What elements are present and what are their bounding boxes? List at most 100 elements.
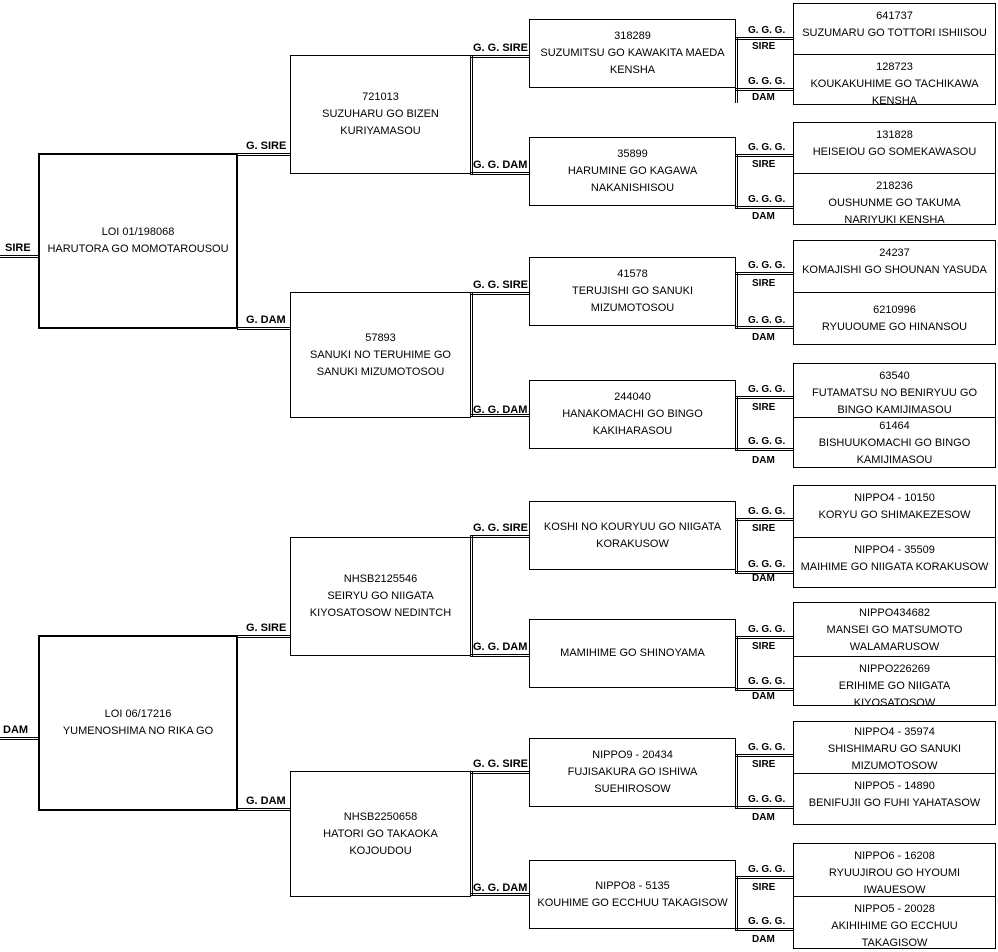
ggg-name: KOUKAKUHIME GO TACHIKAWA KENSHA xyxy=(810,78,979,107)
connector-line xyxy=(237,635,291,638)
connector-line xyxy=(470,535,530,538)
ggg-name: KORYU GO SHIMAKEZESOW xyxy=(818,509,971,521)
sire-label: SIRE xyxy=(752,41,776,52)
sire-label: SIRE xyxy=(752,641,776,652)
connector-line xyxy=(735,754,738,808)
sire-label: SIRE xyxy=(5,242,31,254)
ggg-label: G. G. G. xyxy=(748,142,786,153)
dam-g-dam-name: HATORI GO TAKAOKA KOJOUDOU xyxy=(323,827,438,857)
dam-label: DAM xyxy=(3,724,29,736)
ggg-reg: 61464 xyxy=(879,420,910,432)
connector-line xyxy=(735,396,795,399)
ggg-label: G. G. G. xyxy=(748,436,786,447)
sire-gg-dam-box: 244040 HANAKOMACHI GO BINGO KAKIHARASOU xyxy=(529,380,736,449)
ggg-name: KOMAJISHI GO SHOUNAN YASUDA xyxy=(802,264,987,276)
ggg-reg: NIPPO434682 xyxy=(859,607,930,619)
connector-line xyxy=(470,292,530,295)
ggg-dam-box: NIPPO226269 ERIHIME GO NIIGATA KIYOSATOS… xyxy=(793,656,996,709)
ggg-label: G. G. G. xyxy=(748,315,786,326)
ggg-sire-box: 131828 HEISEIOU GO SOMEKAWASOU xyxy=(793,122,996,174)
connector-line xyxy=(735,518,738,573)
sire-gg-dam-name: HANAKOMACHI GO BINGO KAKIHARASOU xyxy=(562,408,703,437)
g-sire-label: G. SIRE xyxy=(246,140,287,152)
g-sire-label: G. SIRE xyxy=(246,622,287,634)
ggg-reg: NIPPO226269 xyxy=(859,663,930,675)
connector-line xyxy=(470,893,530,896)
ggg-sire-box: 63540 FUTAMATSU NO BENIRYUU GO BINGO KAM… xyxy=(793,363,996,418)
connector-line xyxy=(735,272,795,275)
dam-label: DAM xyxy=(752,812,775,823)
ggg-dam-box: NIPPO5 - 14890 BENIFUJII GO FUHI YAHATAS… xyxy=(793,773,996,825)
gg-dam-label: G. G. DAM xyxy=(473,641,528,653)
sire-label: SIRE xyxy=(752,523,776,534)
gg-sire-label: G. G. SIRE xyxy=(473,758,529,770)
ggg-name: SHISHIMARU GO SANUKI MIZUMOTOSOW xyxy=(827,743,962,772)
ggg-sire-box: NIPPO434682 MANSEI GO MATSUMOTO WALAMARU… xyxy=(793,602,996,657)
ggg-reg: 218236 xyxy=(876,180,913,192)
dam-gg-sire-box: NIPPO9 - 20434 FUJISAKURA GO ISHIWA SUEH… xyxy=(529,738,736,807)
ggg-name: RYUUJIROU GO HYOUMI IWAUESOW xyxy=(828,867,961,896)
ggg-dam-box: NIPPO5 - 20028 AKIHIHIME GO ECCHUU TAKAG… xyxy=(793,896,996,949)
dam-label: DAM xyxy=(752,455,775,466)
dam-gg-dam-box: MAMIHIME GO SHINOYAMA xyxy=(529,619,736,688)
dam-gg-dam-box: NIPPO8 - 5135 KOUHIME GO ECCHUU TAKAGISO… xyxy=(529,860,736,929)
sire-gg-sire-name: SUZUMITSU GO KAWAKITA MAEDA KENSHA xyxy=(540,47,725,76)
connector-line xyxy=(735,206,795,209)
dam-gg-sire-name: KOSHI NO KOURYUU GO NIIGATA KORAKUSOW xyxy=(543,520,722,550)
connector-line xyxy=(735,154,795,157)
ggg-sire-box: 24237 KOMAJISHI GO SHOUNAN YASUDA xyxy=(793,240,996,293)
connector-line xyxy=(735,636,795,639)
sire-g-dam-reg: 57893 xyxy=(365,331,396,344)
ggg-sire-box: NIPPO6 - 16208 RYUUJIROU GO HYOUMI IWAUE… xyxy=(793,843,996,897)
connector-line xyxy=(735,518,795,521)
dam-g-sire-reg: NHSB2125546 xyxy=(343,573,418,585)
ggg-name: ERIHIME GO NIIGATA KIYOSATOSOW xyxy=(838,680,951,709)
connector-line xyxy=(735,571,795,574)
dam-gg-sire-name: FUJISAKURA GO ISHIWA SUEHIROSOW xyxy=(567,766,698,795)
dam-gg-sire-box: KOSHI NO KOURYUU GO NIIGATA KORAKUSOW xyxy=(529,501,736,570)
dam-name: YUMENOSHIMA NO RIKA GO xyxy=(62,725,214,737)
ggg-label: G. G. G. xyxy=(748,194,786,205)
connector-line xyxy=(735,37,738,103)
ggg-name: FUTAMATSU NO BENIRYUU GO BINGO KAMIJIMAS… xyxy=(811,387,977,416)
ggg-label: G. G. G. xyxy=(748,76,786,87)
ggg-sire-box: NIPPO4 - 10150 KORYU GO SHIMAKEZESOW xyxy=(793,485,996,538)
sire-box: LOI 01/198068 HARUTORA GO MOMOTAROUSOU xyxy=(38,153,238,329)
ggg-label: G. G. G. xyxy=(748,559,786,570)
dam-gg-dam-name: KOUHIME GO ECCHUU TAKAGISOW xyxy=(537,896,728,909)
ggg-reg: NIPPO5 - 20028 xyxy=(854,903,935,915)
sire-gg-dam-box: 35899 HARUMINE GO KAGAWA NAKANISHISOU xyxy=(529,137,736,206)
dam-reg: LOI 06/17216 xyxy=(104,708,172,720)
ggg-name: BISHUUKOMACHI GO BINGO KAMIJIMASOU xyxy=(818,437,971,466)
connector-line xyxy=(237,153,291,156)
connector-line xyxy=(735,396,738,450)
sire-gg-dam-reg: 244040 xyxy=(614,391,651,403)
connector-line xyxy=(470,535,473,656)
sire-gg-sire-reg: 41578 xyxy=(617,268,648,280)
sire-gg-dam-reg: 35899 xyxy=(617,148,648,160)
ggg-reg: 128723 xyxy=(876,61,913,73)
connector-line xyxy=(470,172,530,175)
connector-line xyxy=(735,272,738,328)
dam-g-sire-box: NHSB2125546 SEIRYU GO NIIGATA KIYOSATOSO… xyxy=(290,537,471,656)
sire-label: SIRE xyxy=(752,882,776,893)
sire-label: SIRE xyxy=(752,759,776,770)
connector-line xyxy=(470,55,473,174)
dam-label: DAM xyxy=(752,332,775,343)
ggg-name: OUSHUNME GO TAKUMA NARIYUKI KENSHA xyxy=(828,197,961,226)
ggg-reg: NIPPO5 - 14890 xyxy=(854,780,935,792)
sire-label: SIRE xyxy=(752,278,776,289)
ggg-reg: 641737 xyxy=(876,10,913,22)
connector-line xyxy=(735,88,795,91)
connector-line xyxy=(735,37,795,40)
connector-line xyxy=(470,771,473,895)
connector-line xyxy=(735,154,738,208)
gg-sire-label: G. G. SIRE xyxy=(473,279,529,291)
connector-line xyxy=(735,806,795,809)
gg-sire-label: G. G. SIRE xyxy=(473,522,529,534)
sire-g-sire-name: SUZUHARU GO BIZEN KURIYAMASOU xyxy=(322,108,439,137)
ggg-label: G. G. G. xyxy=(748,676,786,687)
connector-line xyxy=(470,771,530,774)
connector-line xyxy=(470,292,473,416)
g-dam-label: G. DAM xyxy=(246,795,286,807)
